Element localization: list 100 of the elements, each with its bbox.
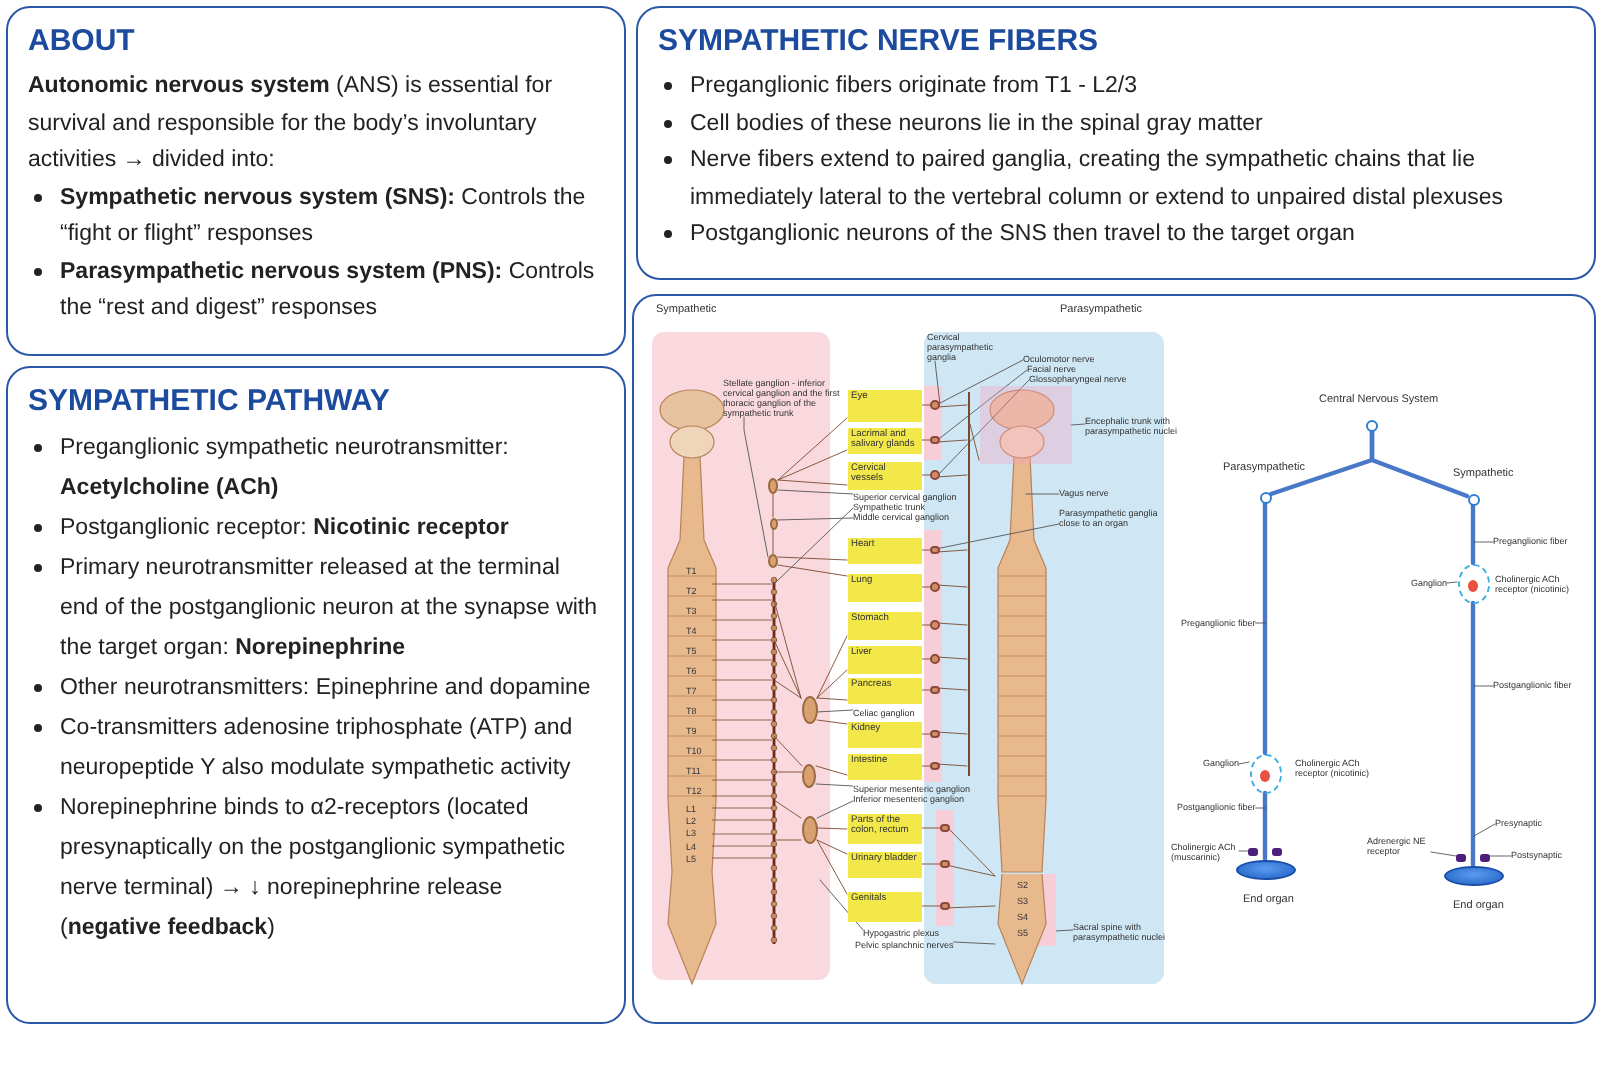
nerve-line bbox=[816, 719, 848, 725]
nerve-line bbox=[939, 731, 968, 735]
bullet-text: Norepinephrine binds to α2-receptors (located presynaptically on the postganglionic sympathetic nerve terminal) → ↓ norepinephrine release (negative feedback) bbox=[60, 796, 566, 940]
nerve-line bbox=[777, 564, 848, 577]
illustration-panel bbox=[632, 294, 1596, 1024]
nerve-line bbox=[777, 556, 848, 561]
nerve-line bbox=[816, 635, 848, 699]
nerve-line bbox=[969, 423, 980, 461]
ganglion-node bbox=[940, 823, 950, 833]
sacral-box bbox=[995, 873, 1055, 987]
leader-line bbox=[1255, 807, 1267, 809]
nerve-line bbox=[920, 404, 931, 406]
leader-line bbox=[1238, 850, 1249, 852]
receptor-mark bbox=[1248, 847, 1258, 855]
nerve-line bbox=[816, 669, 848, 699]
nerve-line bbox=[773, 639, 802, 699]
nerve-line bbox=[772, 492, 774, 518]
nerve-line bbox=[777, 417, 848, 481]
bullet-text: Preganglionic sympathetic neurotransmitter: Acetylcholine (ACh) bbox=[60, 436, 509, 500]
nerve-line bbox=[920, 689, 931, 691]
ganglion-node bbox=[940, 901, 950, 911]
end-organ-disc bbox=[1443, 865, 1503, 885]
bullet-text: Nerve fibers extend to paired ganglia, creating the sympathetic chains that lie immediately lateral to the vertebral column or extend to unpaired distal plexuses bbox=[690, 148, 1504, 209]
nerve-fiber-line bbox=[1369, 428, 1470, 499]
ganglion-node bbox=[930, 654, 940, 664]
nerve-line bbox=[920, 863, 941, 865]
bullet-text: Parasympathetic nervous system (PNS): Controls the “rest and digest” responses bbox=[60, 259, 595, 320]
ganglion-node bbox=[769, 517, 777, 529]
nerve-line bbox=[949, 829, 996, 877]
nerve-line bbox=[777, 479, 848, 486]
info-panel bbox=[6, 6, 626, 356]
junction-circle bbox=[1467, 493, 1479, 505]
nerve-line bbox=[920, 439, 931, 441]
leader-line bbox=[934, 360, 941, 404]
receptor-mark bbox=[1456, 853, 1466, 861]
nerve-line bbox=[939, 404, 968, 408]
ganglion-node bbox=[930, 685, 940, 695]
nerve-line bbox=[920, 624, 931, 626]
nerve-fiber-line bbox=[1262, 500, 1268, 756]
leader-line bbox=[1446, 581, 1458, 584]
ganglion-node bbox=[768, 477, 778, 493]
nerve-line bbox=[920, 905, 941, 907]
nerve-line bbox=[773, 599, 802, 699]
leader-line bbox=[939, 379, 1030, 474]
ganglion-node bbox=[930, 400, 940, 410]
nerve-line bbox=[949, 865, 996, 877]
leader-line bbox=[1473, 541, 1494, 543]
nerve-line bbox=[939, 439, 968, 443]
nerve-line bbox=[920, 474, 931, 476]
leader-line bbox=[939, 359, 1024, 404]
bullet-text: Preganglionic fibers originate from T1 - L2/3 bbox=[690, 74, 1138, 98]
leader-line bbox=[1238, 761, 1250, 765]
nerve-line bbox=[920, 549, 931, 551]
nerve-line bbox=[939, 549, 968, 553]
leader-line bbox=[819, 879, 864, 931]
nerve-line bbox=[772, 528, 774, 555]
encephalic-trunk-box bbox=[979, 385, 1071, 463]
leader-line bbox=[1054, 929, 1074, 932]
ganglion-node bbox=[930, 620, 940, 630]
ganglion-node bbox=[930, 729, 940, 739]
nerve-fiber-line bbox=[1470, 600, 1476, 868]
panel-heading: SYMPATHETIC NERVE FIBERS bbox=[658, 24, 1101, 58]
nerve-line bbox=[939, 584, 968, 588]
ganglion-node bbox=[768, 554, 778, 568]
nerve-line bbox=[920, 586, 931, 588]
receptor-mark bbox=[1480, 853, 1490, 861]
ganglion-node bbox=[930, 545, 940, 555]
ganglion-ring bbox=[1249, 753, 1281, 793]
nerve-line bbox=[773, 735, 803, 767]
leader-line bbox=[815, 783, 854, 787]
nerve-line bbox=[773, 839, 802, 841]
ganglion-node bbox=[930, 582, 940, 592]
bullet-text: Other neurotransmitters: Epinephrine and dopamine bbox=[60, 676, 591, 700]
nerve-line bbox=[920, 658, 931, 660]
nerve-line bbox=[949, 905, 996, 909]
ganglion-node bbox=[930, 470, 940, 480]
panel-heading: SYMPATHETIC PATHWAY bbox=[28, 384, 392, 418]
nerve-fiber-line bbox=[1262, 790, 1268, 862]
nerve-line bbox=[816, 827, 848, 830]
nerve-line bbox=[920, 733, 931, 735]
junction-circle bbox=[1259, 491, 1271, 503]
ganglion-node bbox=[930, 435, 940, 445]
leader-line bbox=[939, 523, 1060, 549]
bullet-text: Postganglionic neurons of the SNS then travel to the target organ bbox=[690, 222, 1355, 246]
nerve-line bbox=[816, 697, 848, 701]
receptor-mark bbox=[1272, 847, 1282, 855]
ganglion-ring bbox=[1457, 563, 1489, 603]
nerve-line bbox=[939, 474, 968, 478]
leader-line bbox=[1025, 493, 1060, 495]
nerve-line bbox=[920, 765, 931, 767]
leader-line bbox=[773, 507, 854, 585]
leader-line bbox=[776, 517, 854, 521]
leader-line bbox=[939, 369, 1028, 439]
leader-line bbox=[1489, 855, 1512, 857]
leader-line bbox=[743, 416, 769, 558]
bullet-text: Co-transmitters adenosine triphosphate (ATP) and neuropeptide Y also modulate sympathetic activity bbox=[60, 716, 573, 780]
nerve-line bbox=[816, 839, 848, 855]
bullet-text: Sympathetic nervous system (SNS): Controls the “fight or flight” responses bbox=[60, 185, 586, 246]
ganglion-node bbox=[940, 859, 950, 869]
nerve-line bbox=[920, 827, 941, 829]
